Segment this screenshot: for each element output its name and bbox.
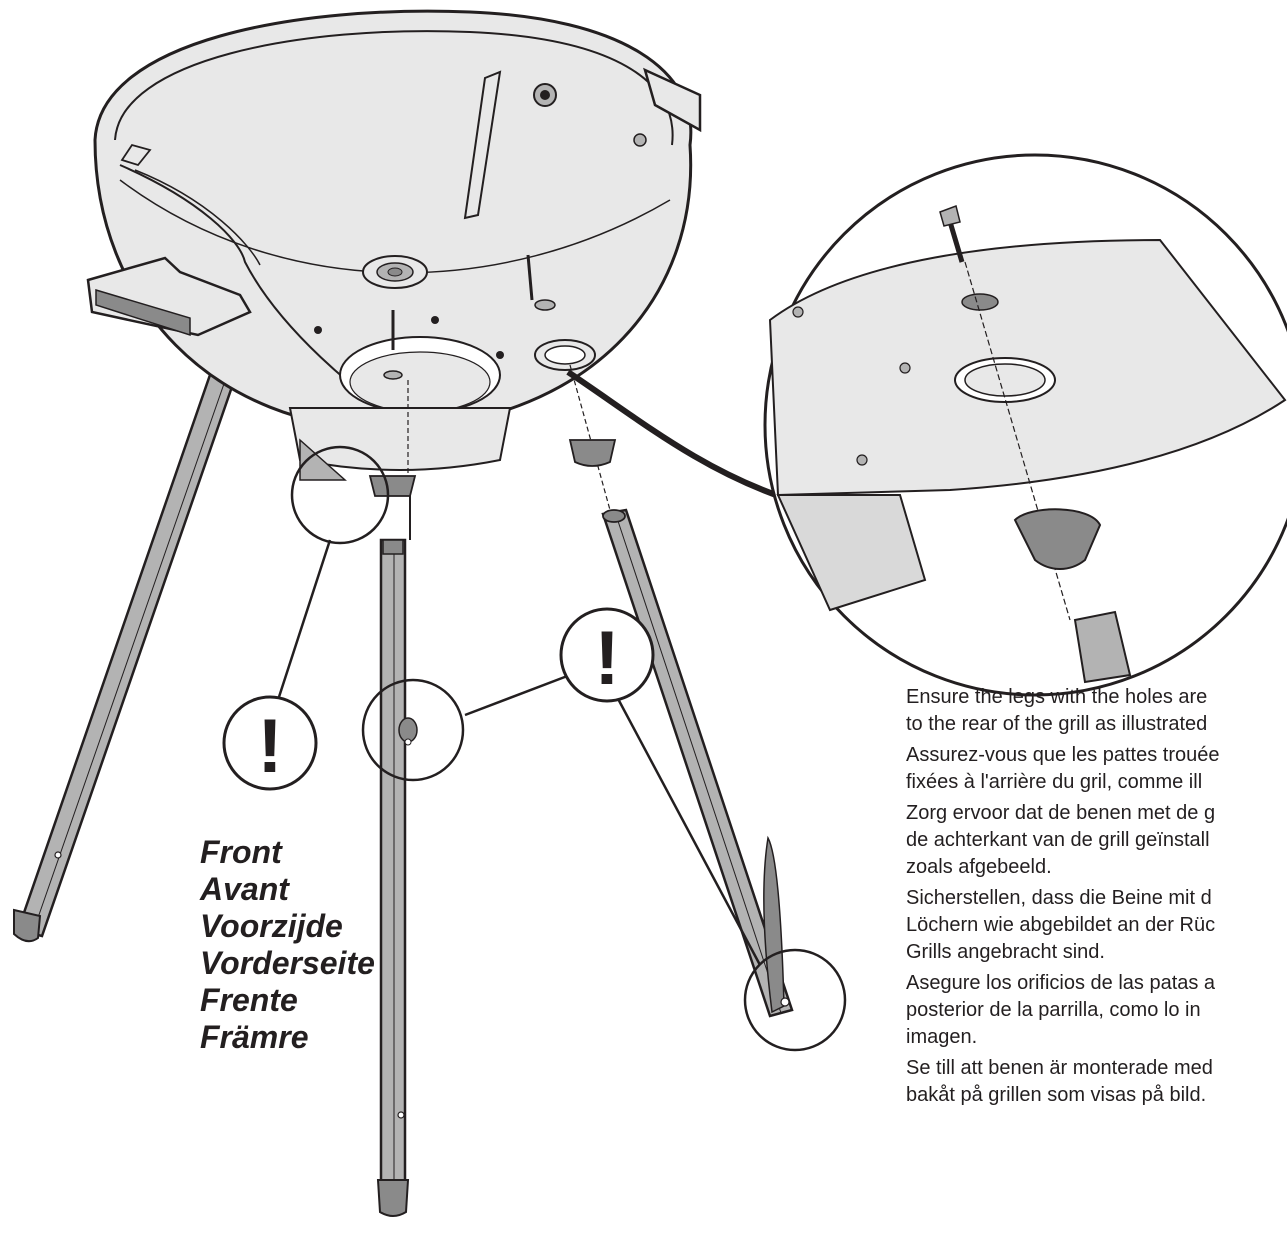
side-handles (86, 67, 702, 337)
instruction-de: Sicherstellen, dass die Beine mit d Löch… (906, 887, 1216, 963)
instruction-text-block: Ensure the legs with the holes are to th… (906, 684, 1287, 1113)
rear-leg-inspect-circle (743, 948, 847, 1052)
center-leg (376, 480, 418, 1217)
warning-icon-right: ! (559, 607, 655, 703)
front-labels: Front Avant Voorzijde Vorderseite Frente… (200, 834, 375, 1056)
front-label-fr: Avant (200, 871, 289, 907)
instruction-sv: Se till att benen är monterade med bakåt… (906, 1057, 1213, 1106)
instruction-nl: Zorg ervoor dat de benen met de g de ach… (906, 802, 1216, 878)
front-label-en: Front (200, 834, 282, 870)
front-label-es: Frente (200, 982, 298, 1018)
instruction-fr: Assurez-vous que les pattes trouée fixée… (906, 744, 1220, 793)
front-label-de: Vorderseite (200, 945, 375, 981)
detail-callout (566, 153, 1287, 697)
instruction-es: Asegure los orificios de las patas a pos… (906, 972, 1216, 1048)
warning-icon-left: ! (222, 695, 318, 791)
front-leg-inspect-circle (290, 445, 390, 545)
warning-mark-right: ! (594, 616, 619, 701)
inspection-circles (276, 445, 847, 1052)
rear-leg (601, 508, 794, 1018)
grill-bowl (93, 9, 693, 511)
warning-mark-left: ! (257, 704, 282, 789)
front-label-nl: Voorzijde (200, 908, 343, 944)
center-leg-inspect-circle (361, 678, 465, 782)
front-label-sv: Främre (200, 1019, 309, 1055)
instruction-en: Ensure the legs with the holes are to th… (906, 686, 1208, 735)
